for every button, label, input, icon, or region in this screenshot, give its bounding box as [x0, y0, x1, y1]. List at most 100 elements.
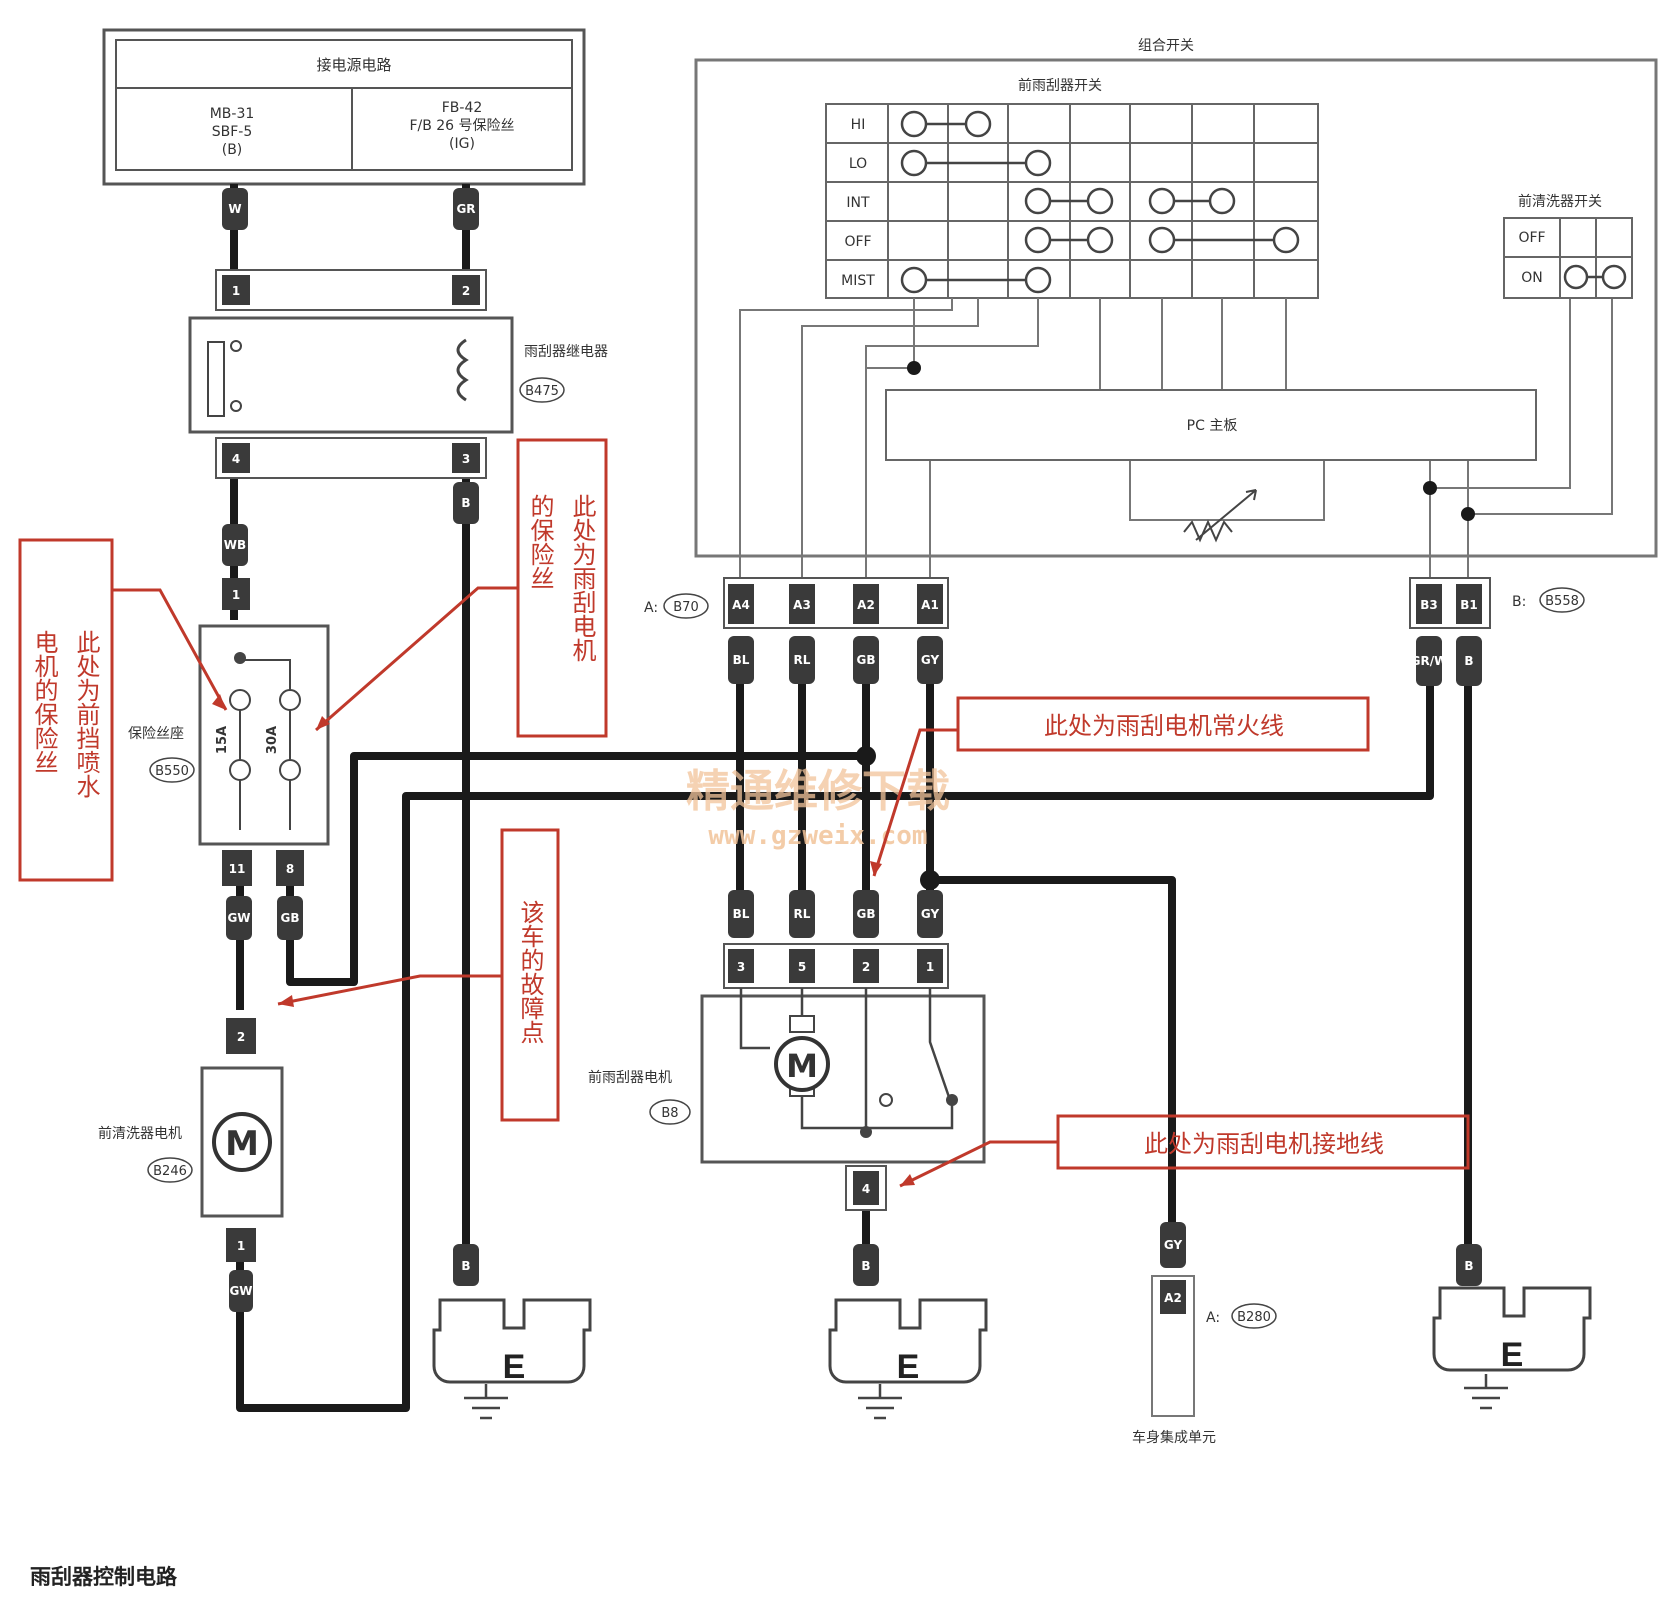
wiper-switch-title: 前雨刮器开关 — [1018, 77, 1102, 94]
switch-row-hi: HI — [851, 117, 866, 133]
wire-tags-left: W GR B WB — [222, 188, 479, 566]
diagram-caption: 雨刮器控制电路 — [30, 1565, 178, 1589]
wiper-motor-label: 前雨刮器电机 — [588, 1069, 672, 1086]
relay-label: 雨刮器继电器 — [524, 344, 608, 360]
tag-gb: GB — [857, 653, 876, 667]
pc-board-label: PC 主板 — [1187, 418, 1238, 434]
body-connector-code: B280 — [1237, 1310, 1271, 1325]
body-unit-label: 车身集成单元 — [1132, 1429, 1216, 1446]
fuse-box-code: B550 — [155, 764, 189, 779]
tag-b-relay: B — [461, 496, 470, 510]
tag-w: W — [228, 202, 241, 216]
tag-rl-lower: RL — [794, 907, 811, 921]
power-left-line-1: MB-31 — [210, 106, 255, 122]
tag-bl: BL — [733, 653, 750, 667]
connector-b-prefix: B: — [1512, 594, 1526, 610]
tag-grw: GR/W — [1411, 654, 1448, 668]
pin-a1: A1 — [921, 598, 939, 612]
power-right-line-3: (IG) — [449, 136, 475, 152]
washer-motor: 2 M 1 GW 前清洗器电机 B246 — [98, 1018, 284, 1312]
tag-gr: GR — [456, 202, 475, 216]
body-integrated-unit: GY A2 A: B280 车身集成单元 — [1132, 1222, 1277, 1446]
wire-washer-ground-loop — [236, 792, 860, 1412]
switch-row-int: INT — [846, 195, 870, 211]
wire-gb-always-hot — [286, 752, 860, 986]
tag-gy-lower: GY — [921, 907, 940, 921]
wiper-switch-grid — [825, 103, 1319, 299]
ground-1: B E — [432, 1244, 592, 1420]
ground-symbol-2: E — [897, 1348, 920, 1386]
tag-wb: WB — [224, 538, 246, 552]
combo-switch-title: 组合开关 — [1138, 38, 1194, 54]
watermark: 精通维修下载 www.gzweix.com — [686, 766, 950, 851]
junction-dot — [1423, 481, 1437, 495]
relay-code: B475 — [525, 384, 559, 399]
fuse-box-pin-8: 8 — [286, 862, 294, 876]
power-title: 接电源电路 — [316, 56, 391, 74]
switch-internal-lines — [739, 298, 1613, 580]
connector-a-prefix: A: — [644, 600, 658, 616]
fuse-box-label: 保险丝座 — [128, 726, 184, 742]
washer-row-on: ON — [1521, 270, 1543, 286]
tag-b-b1: B — [1464, 654, 1473, 668]
switch-row-mist: MIST — [841, 273, 875, 289]
wiper-motor: BL RL GB GY 3 5 2 1 M 前雨刮器电机 B8 4 — [588, 890, 986, 1211]
washer-motor-pin-2: 2 — [237, 1030, 245, 1044]
tag-gb-fuse: GB — [281, 911, 300, 925]
washer-motor-symbol: M — [225, 1124, 259, 1164]
tag-bl-lower: BL — [733, 907, 750, 921]
junction-dot — [907, 361, 921, 375]
ground-3: B E — [1432, 1244, 1592, 1410]
washer-row-off: OFF — [1518, 230, 1545, 246]
power-right-line-2: F/B 26 号保险丝 — [409, 118, 514, 134]
pin-b1: B1 — [1460, 598, 1478, 612]
washer-motor-code: B246 — [153, 1164, 187, 1179]
pin-a2: A2 — [857, 598, 875, 612]
wiper-relay: 1 2 4 3 雨刮器继电器 B475 — [188, 269, 608, 479]
fuse-15a: 15A — [215, 726, 230, 754]
variable-resistor-icon — [1183, 489, 1257, 543]
switch-row-off: OFF — [844, 234, 871, 250]
fuse-box: 1 15A 30A 11 8 保险丝座 B550 GW GB — [128, 578, 330, 940]
junction-dot — [1461, 507, 1475, 521]
tag-gy: GY — [921, 653, 940, 667]
watermark-line-2: www.gzweix.com — [708, 821, 927, 851]
relay-pin-1: 1 — [232, 284, 240, 298]
power-supply-box: 接电源电路 MB-31 SBF-5 (B) FB-42 F/B 26 号保险丝 … — [102, 28, 586, 186]
tag-b-ground-1: B — [461, 1259, 470, 1273]
fuse-box-pin-11: 11 — [229, 862, 246, 876]
relay-pin-3: 3 — [462, 452, 470, 466]
wire-gy-body — [930, 876, 1176, 1226]
wiper-pin-5: 5 — [798, 960, 806, 974]
wiper-pin-4: 4 — [862, 1182, 870, 1196]
note-wiper-fuse-line-1: 此处为雨刮电机 — [568, 494, 596, 662]
watermark-line-1: 精通维修下载 — [686, 766, 950, 817]
washer-motor-pin-1: 1 — [237, 1239, 245, 1253]
note-fault-point: 该车的故障点 — [516, 900, 544, 1044]
note-ground-wire: 此处为雨刮电机接地线 — [1144, 1130, 1384, 1158]
ground-2: B E — [828, 1244, 988, 1420]
connector-b-code: B558 — [1545, 594, 1579, 609]
body-pin-a2: A2 — [1164, 1291, 1182, 1305]
fuse-box-pin-1: 1 — [232, 588, 240, 602]
tag-gw-lower: GW — [229, 1284, 252, 1298]
fuse-30a: 30A — [265, 726, 280, 754]
note-always-hot: 此处为雨刮电机常火线 — [1044, 712, 1284, 740]
ground-symbol-1: E — [503, 1348, 526, 1386]
switch-row-lo: LO — [849, 156, 867, 172]
relay-pin-4: 4 — [232, 452, 240, 466]
power-right-line-1: FB-42 — [442, 100, 483, 116]
combination-switch: 组合开关 前雨刮器开关 HI LO INT OFF MIST — [694, 38, 1658, 580]
connector-a-code: B70 — [673, 600, 698, 615]
tag-gy-body: GY — [1164, 1238, 1183, 1252]
wiper-pin-2: 2 — [862, 960, 870, 974]
wiper-motor-symbol: M — [786, 1047, 818, 1085]
connector-b: B3 B1 B: B558 GR/W B — [1409, 577, 1585, 686]
tag-gb-lower: GB — [857, 907, 876, 921]
switch-contacts — [900, 110, 1300, 294]
wiper-motor-code: B8 — [661, 1106, 678, 1121]
washer-switch-title: 前清洗器开关 — [1518, 193, 1602, 210]
tag-b-ground-3: B — [1464, 1259, 1473, 1273]
power-left-line-2: SBF-5 — [212, 124, 253, 140]
